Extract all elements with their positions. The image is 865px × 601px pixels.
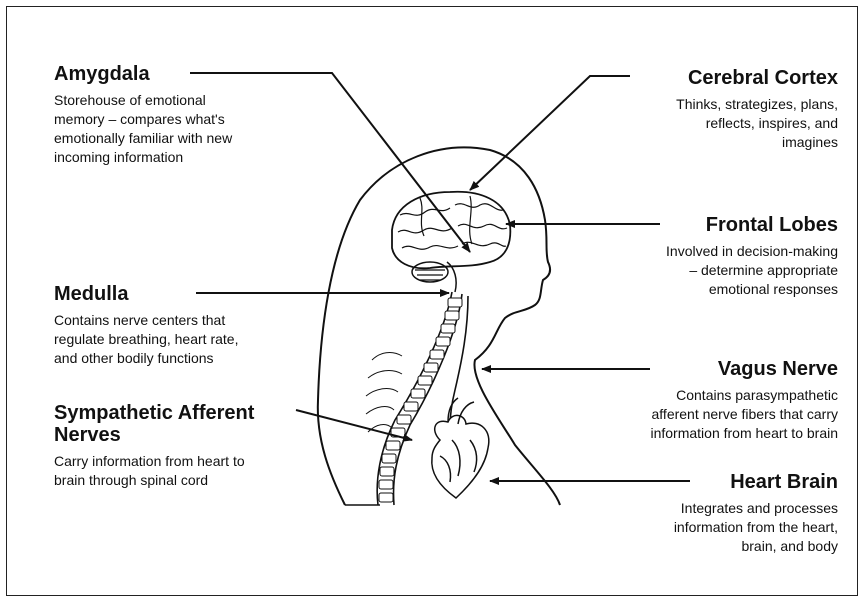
amygdala-description: Storehouse of emotional memory – compare… [54,91,324,167]
medulla-description: Contains nerve centers that regulate bre… [54,311,324,368]
heart-brain-label: Heart Brain Integrates and processes inf… [580,471,838,556]
vagus-nerve-title: Vagus Nerve [560,358,838,380]
sympathetic-afferent-nerves-description: Carry information from heart to brain th… [54,452,324,490]
cerebral-cortex-title: Cerebral Cortex [580,67,838,89]
heart-brain-description: Integrates and processes information fro… [580,499,838,556]
sympathetic-afferent-nerves-title: Sympathetic Afferent Nerves [54,402,324,446]
heart [432,398,489,498]
cerebral-cortex-label: Cerebral Cortex Thinks, strategizes, pla… [580,67,838,152]
vagus-nerve-description: Contains parasympathetic afferent nerve … [560,386,838,443]
frontal-lobes-label: Frontal Lobes Involved in decision-makin… [580,214,838,299]
cerebral-cortex-description: Thinks, strategizes, plans, reflects, in… [580,95,838,152]
frontal-lobes-title: Frontal Lobes [580,214,838,236]
sympathetic-afferent-nerves-label: Sympathetic Afferent Nerves Carry inform… [54,402,324,490]
amygdala-label: Amygdala Storehouse of emotional memory … [54,63,324,167]
heart-brain-title: Heart Brain [580,471,838,493]
vagus-nerve-label: Vagus Nerve Contains parasympathetic aff… [560,358,838,443]
frontal-lobes-description: Involved in decision-making – determine … [580,242,838,299]
amygdala-title: Amygdala [54,63,324,85]
brain [392,192,510,292]
medulla-label: Medulla Contains nerve centers that regu… [54,283,324,368]
medulla-title: Medulla [54,283,324,305]
